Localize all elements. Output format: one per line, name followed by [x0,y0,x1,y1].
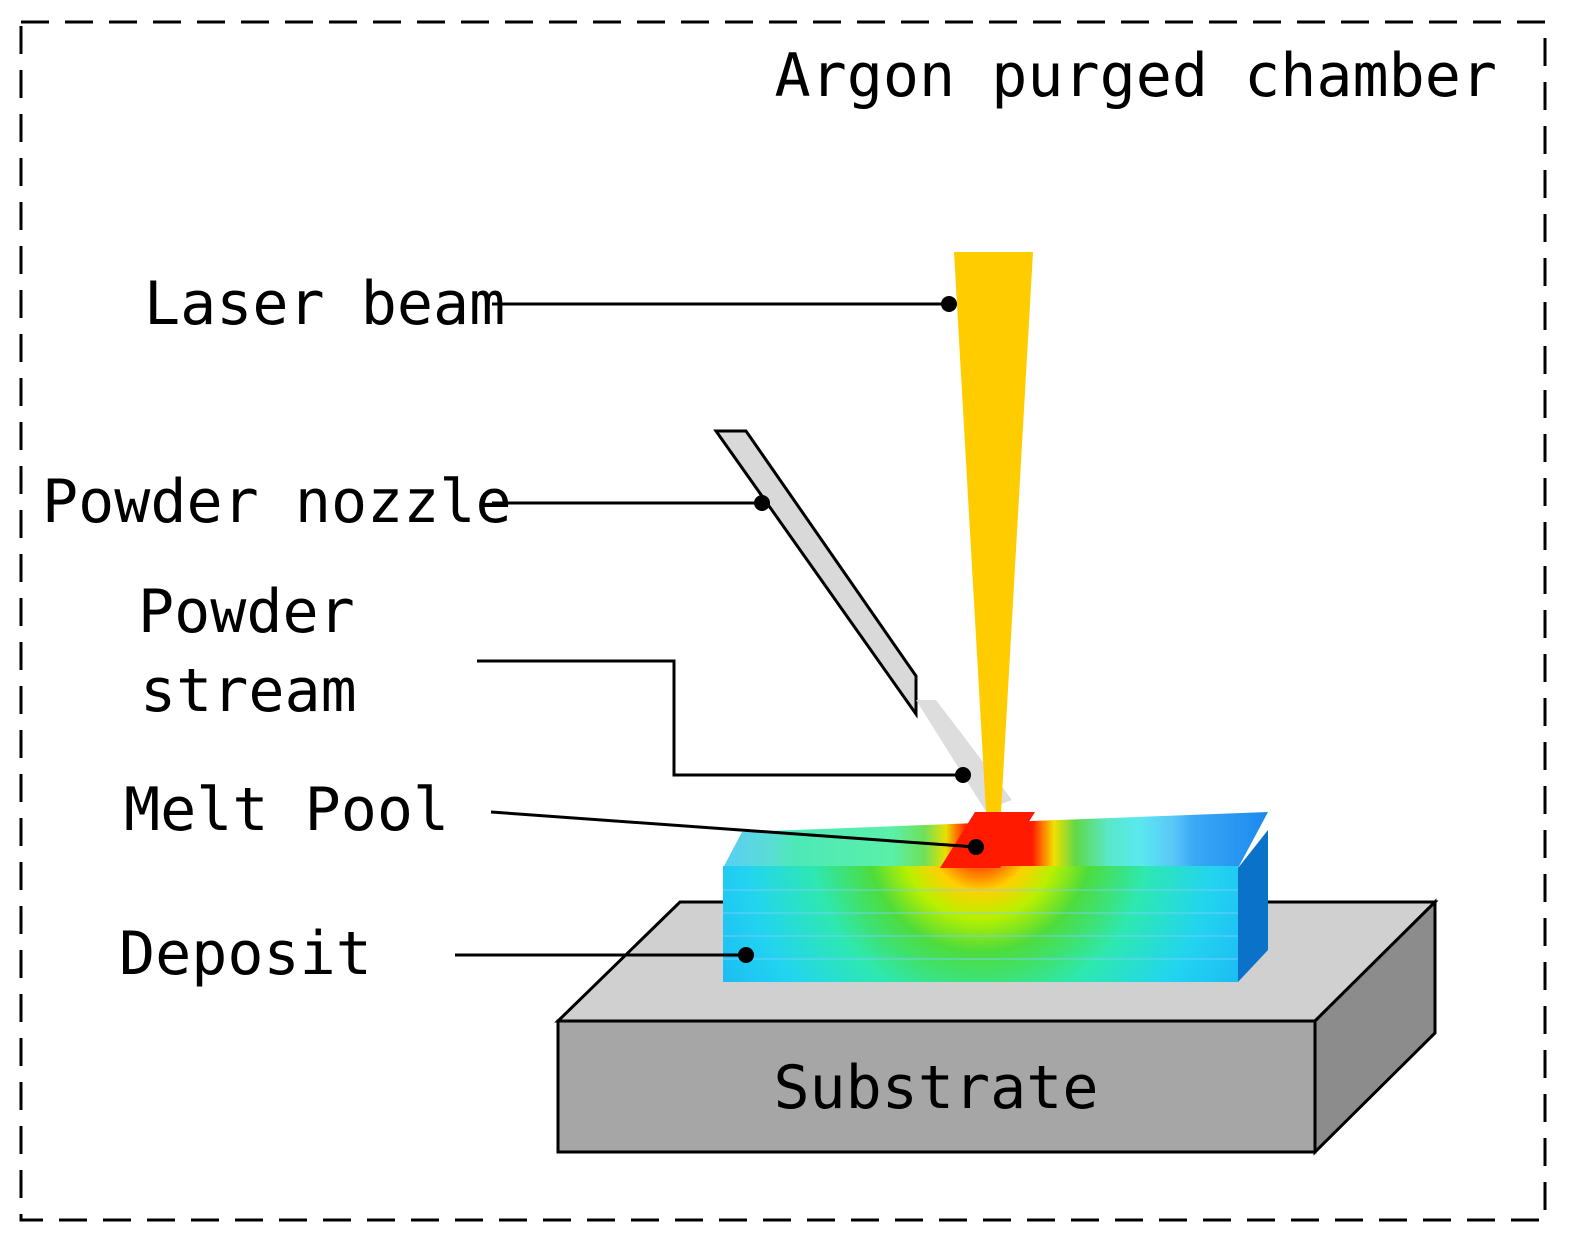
laser-beam [954,252,1033,812]
deposit-front-face [723,866,1238,982]
powder-nozzle-label: Powder nozzle [42,467,512,537]
deposit-label: Deposit [119,919,372,989]
powder-nozzle [713,429,918,719]
melt-pool-label: Melt Pool [124,775,449,845]
chamber-label: Argon purged chamber [775,41,1497,111]
chamber-border [19,20,1547,1222]
substrate-front-face [556,1019,1317,1154]
deposit-block [723,812,1268,982]
melt-pool [940,812,1035,868]
powder-stream-label-line1: Powder [138,577,355,647]
deposit-layer-lines [723,889,1238,960]
melt-pool-callout: Melt Pool [124,775,984,855]
deposit-side-face [1238,830,1268,982]
substrate-label: Substrate [773,1053,1098,1123]
laser-beam-label: Laser beam [144,269,505,339]
deposit-callout: Deposit [119,919,754,989]
powder-nozzle-callout: Powder nozzle [42,467,770,537]
powder-stream-label-line2: stream [140,656,357,726]
laser-beam-callout: Laser beam [144,269,957,339]
powder-stream-callout: Powder stream [138,577,971,783]
